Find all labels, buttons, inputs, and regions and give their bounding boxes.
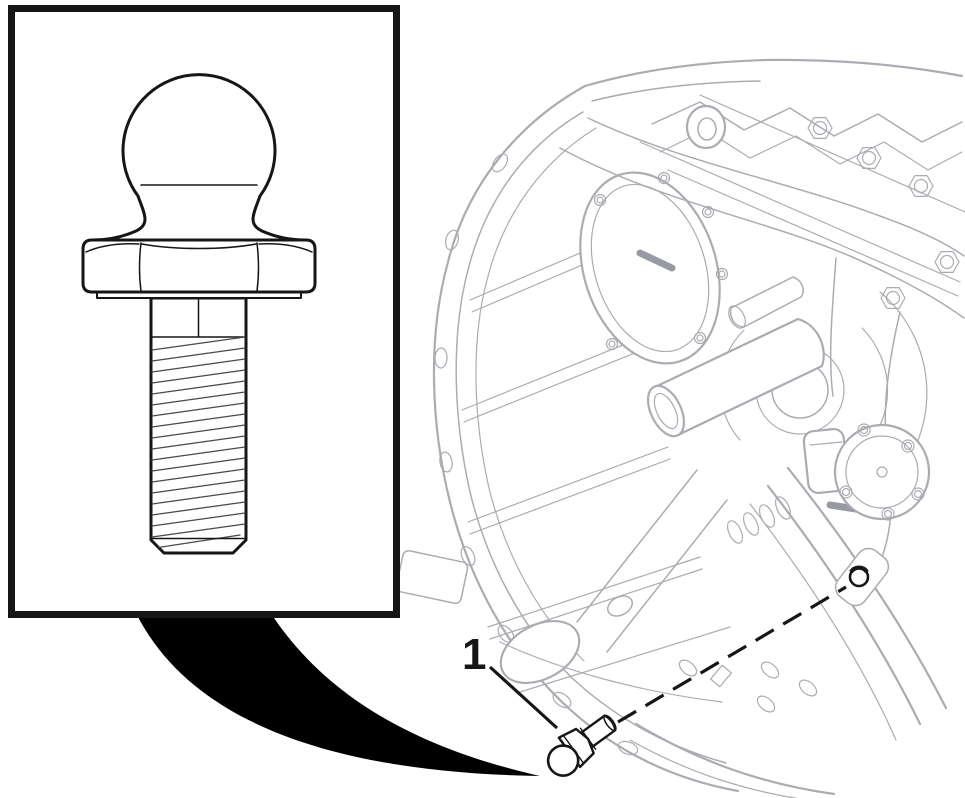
callout-label: 1 [462,630,486,679]
detail-inset-box [8,5,400,618]
installation-dashed-line [617,585,847,724]
mounting-hole-marker [848,565,870,588]
inset-callout-swoosh [137,615,540,776]
callout-group: 1 [462,565,870,777]
hex-bolts [807,117,960,309]
ball-stud-small [546,714,617,777]
callout-leader-line [488,665,559,730]
ball-stud-detail [81,73,317,555]
clutch-housing-illustration [395,58,965,798]
logo-smudge [636,249,676,272]
